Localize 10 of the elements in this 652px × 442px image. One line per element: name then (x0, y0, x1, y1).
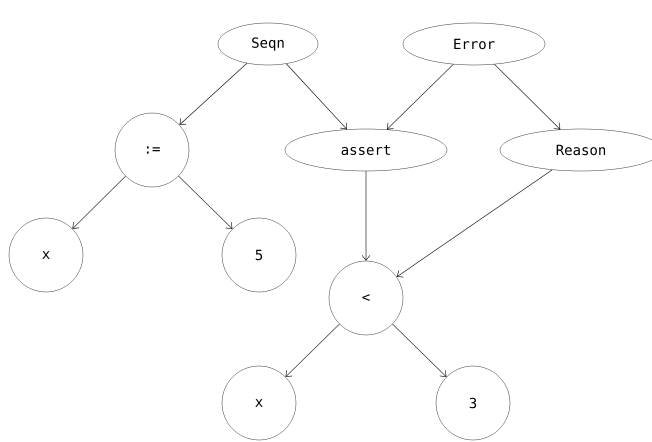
arrow (72, 176, 126, 229)
arrow (178, 176, 232, 229)
arrow (286, 324, 340, 377)
arrow (179, 62, 248, 125)
arrow (286, 63, 347, 130)
arrow (362, 170, 370, 261)
arrow (396, 170, 553, 278)
arrow (386, 64, 454, 130)
arrow (392, 324, 446, 377)
arrow (494, 64, 560, 130)
